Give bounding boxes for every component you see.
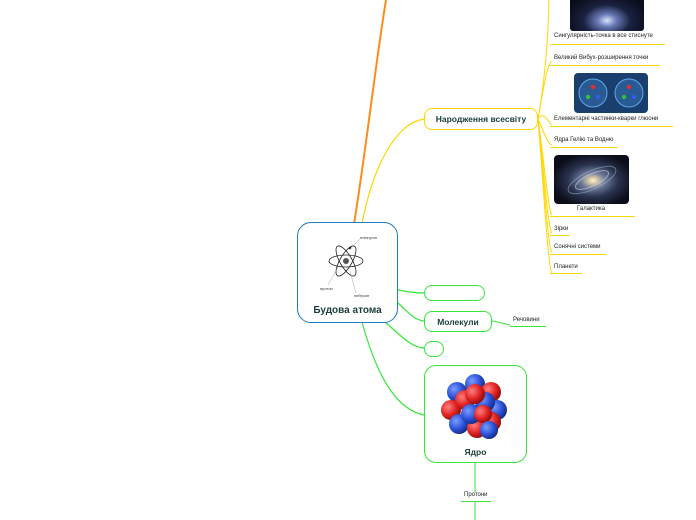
leaf-nuclei[interactable]: Ядра Гелію та Водню	[554, 137, 614, 143]
leaf-stars[interactable]: Зірки	[554, 226, 569, 232]
topic-nucleus-title: Ядро	[464, 447, 487, 457]
central-topic[interactable]: електрон протон нейтрон Будова атома	[297, 222, 398, 323]
topic-empty-1[interactable]	[424, 285, 485, 301]
topic-empty-2[interactable]	[424, 341, 444, 357]
central-topic-title: Будова атома	[313, 305, 382, 316]
leaf-substances[interactable]: Речовини	[513, 317, 540, 323]
leaf-solar-underline	[550, 254, 606, 255]
neutron-label: нейтрон	[354, 293, 369, 298]
topic-birth-of-universe[interactable]: Народження всесвіту	[424, 108, 538, 130]
singularity-image	[570, 0, 644, 31]
leaf-protons-underline	[461, 501, 491, 502]
atom-icon: електрон протон нейтрон	[320, 235, 377, 298]
leaf-solar-systems[interactable]: Сонячні системи	[554, 244, 601, 250]
topic-nucleus[interactable]: Ядро	[424, 365, 527, 463]
topic-molecules[interactable]: Молекули	[424, 311, 492, 332]
nucleus-image	[441, 374, 507, 439]
leaf-substances-underline	[510, 326, 546, 327]
electron-label: електрон	[360, 235, 377, 240]
leaf-galaxy-underline	[550, 216, 635, 217]
leaf-galaxy[interactable]: Галактика	[577, 206, 605, 212]
leaf-big-bang[interactable]: Великий Вибух-розширення точки	[554, 55, 649, 61]
leaf-singularity-underline	[550, 44, 665, 45]
proton-label: протон	[320, 286, 333, 291]
leaf-planets[interactable]: Планети	[554, 264, 578, 270]
leaf-protons[interactable]: Протони	[464, 492, 488, 498]
leaf-stars-underline	[550, 235, 570, 236]
topic-molecules-title: Молекули	[437, 316, 479, 327]
quark-gluon-image	[574, 73, 648, 113]
leaf-elementary-particles[interactable]: Елементарні частинки-кварки глюони	[554, 116, 659, 122]
leaf-big-bang-underline	[550, 65, 660, 66]
leaf-singularity[interactable]: Сингулярність-точка в все стиснуте	[554, 33, 653, 39]
leaf-nuclei-underline	[550, 147, 618, 148]
leaf-planets-underline	[550, 273, 582, 274]
topic-birth-title: Народження всесвіту	[435, 114, 527, 124]
galaxy-image	[554, 155, 629, 204]
leaf-elementary-underline	[550, 126, 673, 127]
